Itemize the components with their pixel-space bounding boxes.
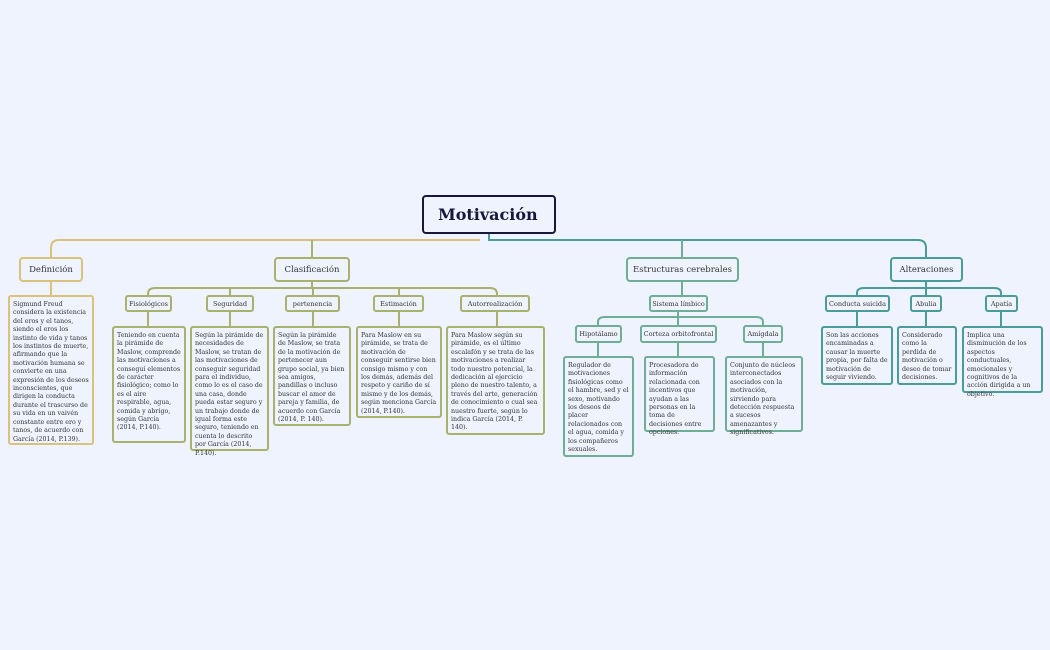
subtopic-corteza-orbitofrontal[interactable]: Corteza orbitofrontal xyxy=(640,325,717,343)
subtopic-autorrealizacion[interactable]: Autorrealización xyxy=(460,295,530,312)
corteza-orbitofrontal-text[interactable]: Procesadora de información relacionada c… xyxy=(644,356,715,436)
topic-estructuras-cerebrales[interactable]: Estructuras cerebrales xyxy=(626,257,739,282)
pertenencia-text[interactable]: Según la pirámide de Maslow, se trata de… xyxy=(273,326,351,426)
abulia-text[interactable]: Considerado como la perdida de motivació… xyxy=(897,326,957,385)
subtopic-pertenencia[interactable]: pertenencia xyxy=(285,295,340,312)
topic-clasificacion[interactable]: Clasificación xyxy=(274,257,350,282)
amigdala-text[interactable]: Conjunto de núcleos interconectados asoc… xyxy=(725,356,803,436)
topic-alteraciones[interactable]: Alteraciones xyxy=(890,257,963,282)
root-topic-motivacion[interactable]: Motivación xyxy=(422,195,556,234)
autorrealizacion-text[interactable]: Para Maslow según su pirámide, es el últ… xyxy=(446,326,545,435)
subtopic-hipotalamo[interactable]: Hipotálamo xyxy=(575,325,622,343)
subtopic-fisiologicos[interactable]: Fisiológicos xyxy=(125,295,172,312)
seguridad-text[interactable]: Según la pirámide de necesidades de Masl… xyxy=(190,326,269,457)
conducta-suicida-text[interactable]: Son las acciones encaminadas a causar la… xyxy=(821,326,893,385)
subtopic-amigdala[interactable]: Amígdala xyxy=(743,325,783,343)
subtopic-conducta-suicida[interactable]: Conducta suicida xyxy=(825,295,890,312)
subtopic-abulia[interactable]: Abulia xyxy=(910,295,942,312)
subtopic-seguridad[interactable]: Seguridad xyxy=(206,295,254,312)
subtopic-estimacion[interactable]: Estimación xyxy=(373,295,424,312)
topic-definicion[interactable]: Definición xyxy=(19,257,83,282)
estimacion-text[interactable]: Para Maslow en su pirámide, se trata de … xyxy=(356,326,442,418)
apatia-text[interactable]: Implica una disminución de los aspectos … xyxy=(962,326,1043,398)
definicion-text[interactable]: Sigmund Freud considera la existencia de… xyxy=(8,295,94,445)
subtopic-sistema-limbico[interactable]: Sistema límbico xyxy=(649,295,708,312)
subtopic-apatia[interactable]: Apatía xyxy=(985,295,1018,312)
fisiologicos-text[interactable]: Teniendo en cuenta la pirámide de Maslow… xyxy=(112,326,186,443)
hipotalamo-text[interactable]: Regulador de motivaciones fisiológicas c… xyxy=(563,356,634,457)
